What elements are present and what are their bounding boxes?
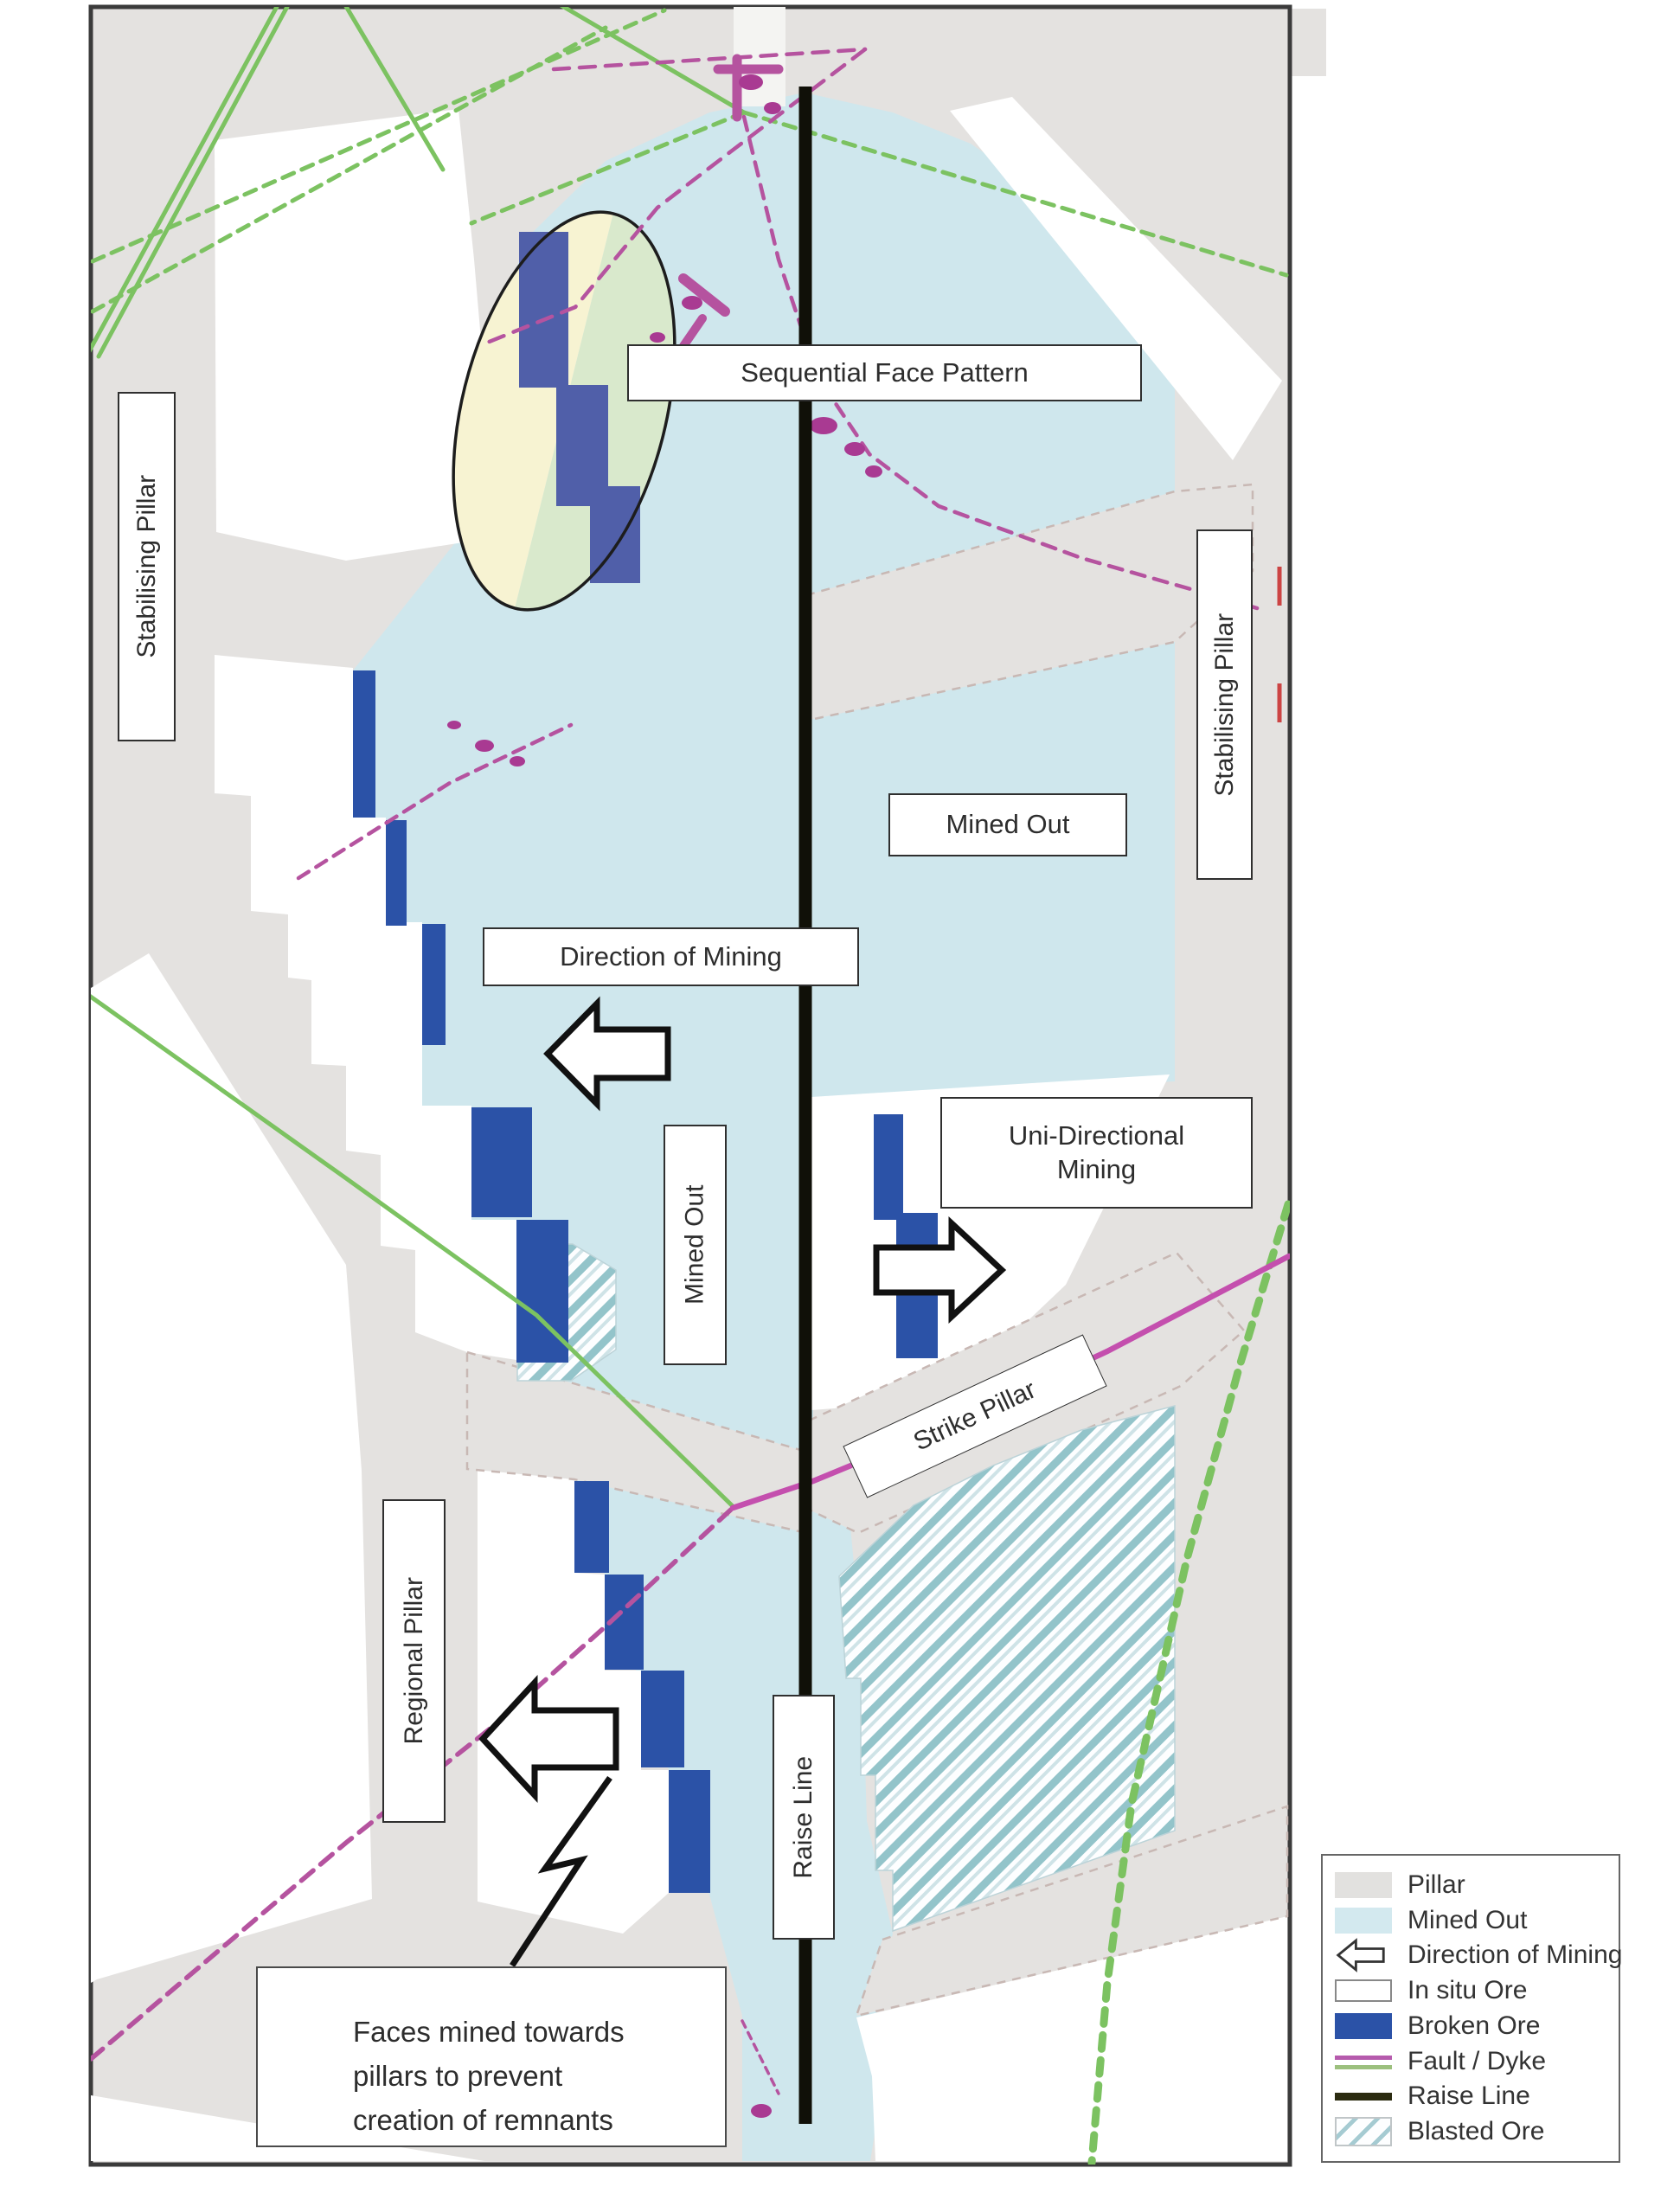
- sequential-face-ellipse-outline: [452, 210, 676, 612]
- legend-row-broken: Broken Ore: [1335, 2011, 1606, 2041]
- in-situ-regions: [91, 7, 1287, 2161]
- direction-arrow-right-icon: [873, 1215, 1007, 1324]
- fault-dyke-swatch: [1335, 2048, 1392, 2075]
- label-text: Mined Out: [680, 1184, 709, 1305]
- callout-zigzag: [510, 1775, 612, 1967]
- legend-row-mined: Mined Out: [1335, 1906, 1606, 1935]
- in-situ-ore-swatch: [1335, 1979, 1392, 2003]
- legend-label: In situ Ore: [1407, 1976, 1528, 2005]
- label-raise-line: Raise Line: [773, 1695, 835, 1940]
- pillar-notch: [1290, 9, 1326, 76]
- fault-blobs: [447, 74, 882, 2118]
- legend-label: Fault / Dyke: [1407, 2046, 1547, 2075]
- label-direction-of-mining: Direction of Mining: [483, 927, 859, 986]
- legend-row-blasted: Blasted Ore: [1335, 2117, 1606, 2147]
- note-line: pillars to prevent: [353, 2060, 563, 2093]
- note-line: Faces mined towards: [353, 2016, 625, 2048]
- label-regional-pillar: Regional Pillar: [382, 1499, 446, 1823]
- label-mined-out-center: Mined Out: [664, 1125, 727, 1365]
- faces-note: Faces mined towards pillars to prevent c…: [256, 1966, 727, 2147]
- label-text: Direction of Mining: [560, 940, 782, 972]
- note-line: creation of remnants: [353, 2104, 613, 2137]
- label-text: Sequential Face Pattern: [741, 356, 1029, 388]
- fault-lines-green: [91, 7, 1290, 2165]
- legend-row-insitu: In situ Ore: [1335, 1976, 1606, 2005]
- blasted-ore-swatch: [1335, 2117, 1392, 2147]
- direction-arrow-left-icon: [543, 996, 671, 1112]
- legend-label: Blasted Ore: [1407, 2117, 1545, 2146]
- legend-row-raise: Raise Line: [1335, 2081, 1606, 2111]
- legend-row-fault: Fault / Dyke: [1335, 2047, 1606, 2076]
- legend-label: Raise Line: [1407, 2081, 1530, 2111]
- label-text: Stabilising Pillar: [131, 475, 161, 658]
- label-text: Mined Out: [946, 809, 1070, 840]
- label-text: Uni-Directional: [1008, 1119, 1185, 1151]
- sequential-face-stairs: [519, 232, 640, 583]
- label-text: Mining: [1056, 1153, 1137, 1184]
- legend-label: Broken Ore: [1407, 2011, 1541, 2040]
- legend-label: Pillar: [1407, 1870, 1465, 1899]
- label-mined-out-right: Mined Out: [888, 793, 1127, 856]
- label-text: Regional Pillar: [399, 1577, 428, 1745]
- legend-row-pillar: Pillar: [1335, 1870, 1606, 1900]
- legend-row-arrow: Direction of Mining: [1335, 1938, 1622, 1973]
- legend-label: Direction of Mining: [1407, 1940, 1623, 1970]
- pillar-swatch: [1335, 1871, 1392, 1898]
- label-text: Stabilising Pillar: [1209, 613, 1239, 797]
- label-uni-directional-mining: Uni-Directional Mining: [940, 1097, 1253, 1209]
- label-stabilising-pillar-right: Stabilising Pillar: [1196, 529, 1253, 880]
- legend-label: Mined Out: [1407, 1905, 1528, 1934]
- direction-arrow-icon: [1335, 1938, 1392, 1973]
- direction-arrow-icon: [1336, 1938, 1385, 1973]
- label-sequential-face-pattern: Sequential Face Pattern: [627, 344, 1142, 401]
- direction-arrow-bottom-icon: [478, 1675, 619, 1803]
- raise-line-swatch: [1335, 2083, 1392, 2110]
- label-stabilising-pillar-left: Stabilising Pillar: [118, 392, 176, 741]
- mined-out-swatch: [1335, 1907, 1392, 1934]
- broken-ore-swatch: [1335, 2012, 1392, 2039]
- label-text: Raise Line: [789, 1755, 818, 1879]
